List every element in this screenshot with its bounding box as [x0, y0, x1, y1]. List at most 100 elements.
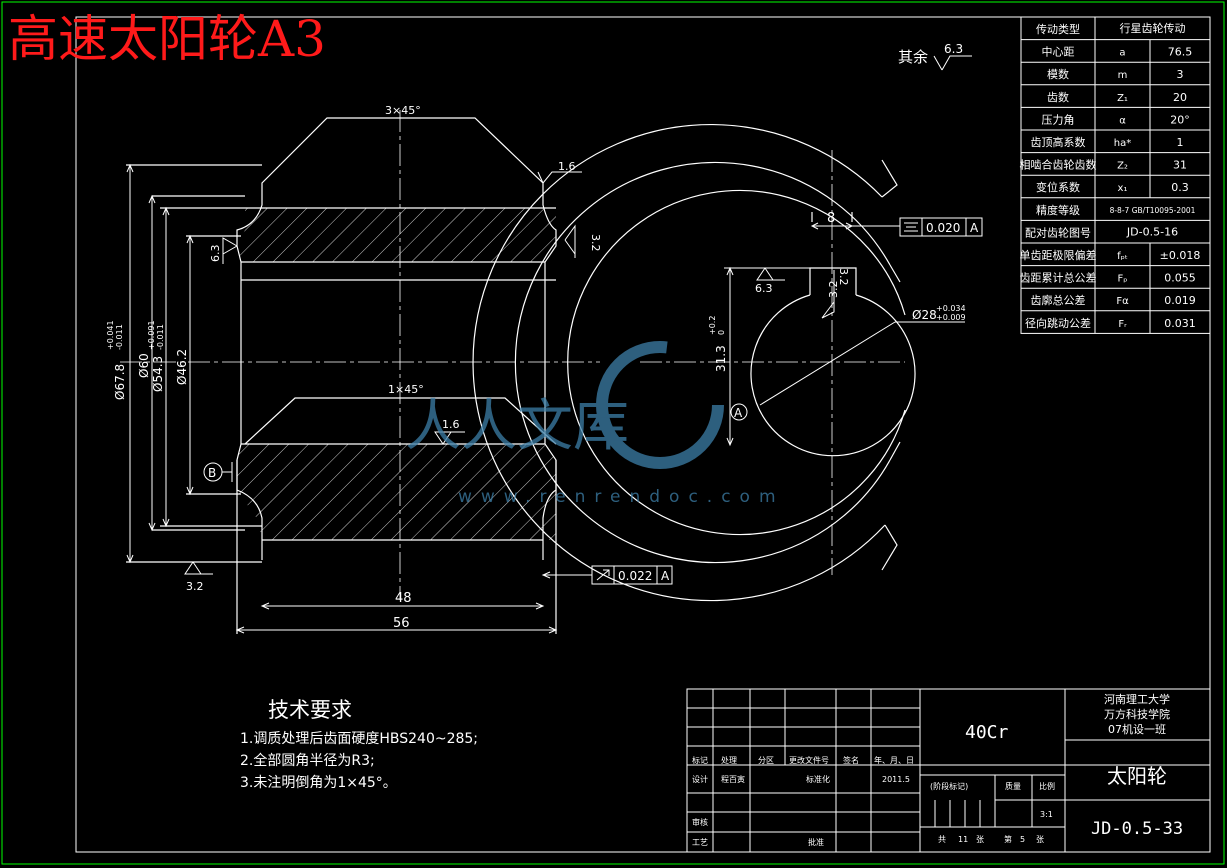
datum-a	[730, 403, 748, 421]
tech-item-2: 2.全部圆角半径为R3;	[240, 753, 375, 769]
param-value: JD-0.5-16	[1126, 225, 1178, 238]
tb-sheet: 张	[1036, 835, 1044, 844]
rough-3: 6.3	[209, 245, 222, 263]
runout-datum: A	[661, 569, 670, 583]
rough-5: 3.2	[186, 580, 204, 593]
param-name: 变位系数	[1036, 180, 1080, 194]
tb-review: 审核	[692, 817, 708, 827]
roughness-symbols	[184, 55, 972, 575]
part-name: 太阳轮	[1107, 764, 1167, 788]
dim-d1-tol-lo: -0.011	[115, 324, 124, 350]
param-value: 20°	[1170, 113, 1190, 126]
param-name: 中心距	[1042, 46, 1075, 59]
param-name: 径向跳动公差	[1025, 316, 1091, 330]
tb-this: 第	[1004, 834, 1012, 844]
watermark: 人人文库 www.renrendoc.com	[405, 341, 785, 507]
chamfer-top: 3×45°	[385, 104, 421, 117]
param-value: 76.5	[1168, 46, 1193, 59]
center-lines	[120, 110, 905, 600]
dim-depth-tol-up: +0.2	[708, 316, 717, 335]
dim-d3-tol-up: +0.091	[147, 320, 156, 350]
param-value: 0.055	[1164, 272, 1196, 285]
dim-depth: 31.3	[714, 345, 728, 372]
param-name: 精度等级	[1036, 203, 1080, 217]
runout-value: 0.022	[618, 569, 652, 583]
rough-4: 1.6	[442, 418, 460, 431]
runout-frame	[541, 565, 673, 585]
tb-zone: 分区	[758, 756, 774, 765]
dim-d4: Ø46.2	[175, 349, 189, 385]
rough-1: 1.6	[558, 160, 576, 173]
drawing-number: JD-0.5-33	[1091, 819, 1183, 839]
tb-sign: 签名	[843, 755, 859, 765]
param-value: 20	[1173, 91, 1187, 104]
param-value: 0.019	[1164, 294, 1196, 307]
param-value: 3	[1177, 68, 1184, 81]
param-value: 31	[1173, 159, 1187, 172]
dim-56: 56	[393, 616, 410, 631]
dim-d1-tol-up: +0.041	[106, 320, 115, 350]
param-value: 8-8-7 GB/T10095-2001	[1110, 206, 1196, 215]
dim-bore: Ø28	[912, 308, 937, 322]
tb-date: 年、月、日	[874, 755, 914, 765]
param-name: 齿距累计总公差	[1020, 271, 1097, 285]
hatch-top	[237, 208, 556, 262]
param-symbol: Z₁	[1117, 93, 1128, 104]
param-symbol: α	[1119, 115, 1126, 126]
param-name: 相啮合齿轮齿数	[1020, 158, 1097, 172]
tb-approve: 批准	[808, 837, 824, 847]
tb-doc: 更改文件号	[789, 755, 829, 765]
datum-b	[203, 462, 233, 482]
dim-d3-tol-lo: -0.011	[156, 324, 165, 350]
param-symbol: ha*	[1114, 138, 1131, 149]
tb-stage: (阶段标记)	[930, 781, 968, 791]
inner-border	[75, 16, 1211, 853]
param-symbol: m	[1118, 70, 1128, 81]
tb-mass: 质量	[1005, 781, 1021, 791]
tb-total: 共	[938, 835, 946, 844]
key-rough-a: 3.2	[837, 268, 850, 286]
tech-heading: 技术要求	[268, 698, 352, 722]
param-value: 0.031	[1164, 317, 1196, 330]
technical-requirements: 技术要求 1.调质处理后齿面硬度HBS240~285; 2.全部圆角半径为R3;…	[240, 694, 478, 794]
watermark-url: www.renrendoc.com	[458, 487, 785, 507]
tb-craft: 工艺	[692, 838, 708, 847]
dim-48: 48	[395, 591, 412, 606]
tb-designer: 程百寅	[721, 774, 745, 784]
tech-item-3: 3.未注明倒角为1×45°。	[240, 775, 397, 791]
sym-value: 0.020	[926, 221, 960, 235]
param-symbol: Fα	[1116, 296, 1129, 307]
tb-qty: 处理	[721, 755, 737, 765]
dim-bore-tol-up: +0.034	[936, 304, 966, 313]
param-value: 行星齿轮传动	[1120, 21, 1186, 35]
school-line-3: 07机设一班	[1108, 722, 1166, 736]
dim-width-8: 8	[827, 211, 835, 226]
param-value: 1	[1177, 136, 1184, 149]
param-symbol: a	[1119, 48, 1125, 59]
param-value: ±0.018	[1160, 249, 1201, 262]
tb-scale-label: 比例	[1039, 781, 1055, 791]
school-line-2: 万方科技学院	[1104, 707, 1170, 721]
param-name: 齿廓总公差	[1031, 293, 1086, 307]
param-symbol: fₚₜ	[1117, 251, 1128, 262]
tb-mark: 标记	[692, 755, 708, 765]
chamfer-inner: 1×45°	[388, 383, 424, 396]
title-block	[686, 688, 1211, 853]
rough-2: 3.2	[589, 234, 602, 252]
key-rough-b: 3.2	[827, 281, 840, 299]
diameter-dims	[126, 163, 194, 564]
param-name: 单齿距极限偏差	[1020, 248, 1097, 262]
param-name: 齿顶高系数	[1031, 135, 1086, 149]
sheet-title: 高速太阳轮A3	[8, 10, 326, 68]
dim-d2: Ø60	[137, 353, 151, 378]
surface-note-label: 其余	[898, 48, 928, 66]
param-symbol: x₁	[1118, 183, 1128, 194]
material: 40Cr	[965, 722, 1009, 743]
param-value: 0.3	[1171, 181, 1189, 194]
tech-item-1: 1.调质处理后齿面硬度HBS240~285;	[240, 731, 479, 747]
surface-note-value: 6.3	[944, 42, 963, 56]
sym-datum: A	[970, 221, 979, 235]
param-name: 传动类型	[1036, 22, 1080, 36]
